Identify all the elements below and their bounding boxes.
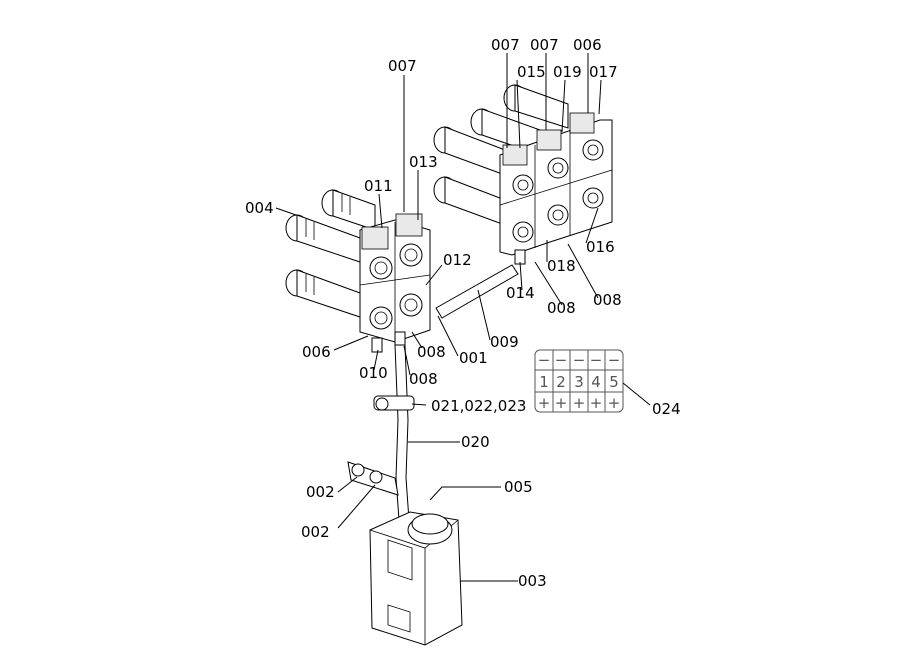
label-012: 012 [443,251,472,269]
switch-minus-4: − [590,351,603,369]
right-coil-1 [503,84,569,129]
label-010: 010 [359,364,388,382]
label-004: 004 [245,199,274,217]
label-021-022-023: 021,022,023 [431,397,526,415]
label-006: 006 [302,343,331,361]
label-008: 008 [409,370,438,388]
label-008: 008 [547,299,576,317]
switch-panel-024: − − − − − 1 2 3 4 5 + + + + + [534,349,624,413]
label-002: 002 [301,523,330,541]
bracket-002 [347,461,399,496]
label-017: 017 [589,63,618,81]
label-007: 007 [491,36,520,54]
left-coil-lower-front [285,269,361,318]
connecting-pipe-009 [435,264,519,319]
label-015: 015 [517,63,546,81]
part-number-labels: 007 007 006 007 015 019 017 013 011 004 … [245,36,681,590]
label-002: 002 [306,483,335,501]
label-014: 014 [506,284,535,302]
switch-plus-5: + [608,394,621,412]
switch-number-4: 4 [591,373,601,391]
right-coil-4 [433,176,506,226]
label-019: 019 [553,63,582,81]
leader-lines [275,53,651,582]
label-007: 007 [530,36,559,54]
left-coil-upper-front [285,214,361,263]
label-011: 011 [364,177,393,195]
right-coil-3 [433,126,506,176]
label-001: 001 [459,349,488,367]
switch-plus-1: + [538,394,551,412]
label-008: 008 [417,343,446,361]
switch-minus-2: − [555,351,568,369]
switch-number-1: 1 [539,373,549,391]
label-006: 006 [573,36,602,54]
label-003: 003 [518,572,547,590]
switch-number-5: 5 [609,373,619,391]
label-007: 007 [388,57,417,75]
switch-minus-5: − [608,351,621,369]
switch-plus-4: + [590,394,603,412]
label-008: 008 [593,291,622,309]
right-valve-group [433,84,613,265]
left-coil-upper-back [321,189,376,231]
switch-number-3: 3 [574,373,584,391]
switch-minus-1: − [538,351,551,369]
right-valve-block [499,112,613,265]
label-020: 020 [461,433,490,451]
switch-plus-3: + [573,394,586,412]
label-024: 024 [652,400,681,418]
label-018: 018 [547,257,576,275]
label-009: 009 [490,333,519,351]
left-valve-group [285,189,431,353]
switch-minus-3: − [573,351,586,369]
label-005: 005 [504,478,533,496]
left-valve-block [359,213,431,353]
reservoir-tank-003 [369,511,463,646]
label-016: 016 [586,238,615,256]
switch-number-2: 2 [556,373,566,391]
label-013: 013 [409,153,438,171]
switch-plus-2: + [555,394,568,412]
